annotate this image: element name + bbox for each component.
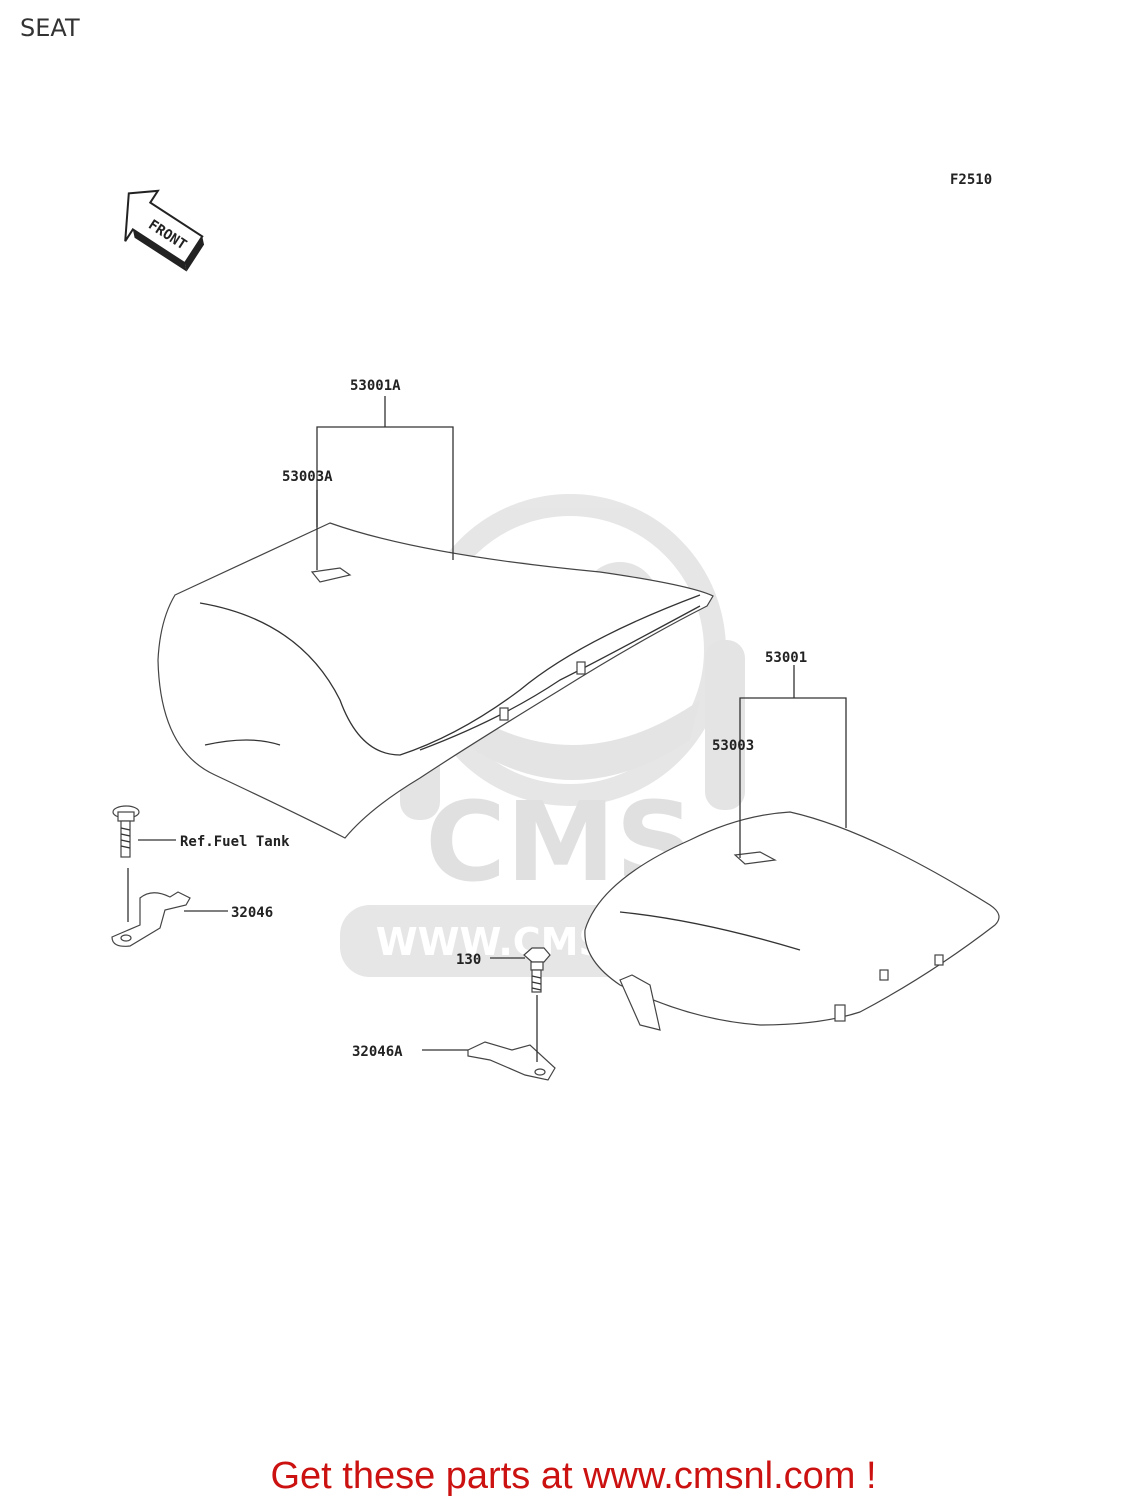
callout-53003: 53003 <box>712 738 754 754</box>
callout-32046: 32046 <box>231 905 273 921</box>
bracket-32046A <box>467 1041 556 1081</box>
callout-53003A: 53003A <box>282 469 333 485</box>
leader-lines <box>127 396 847 1062</box>
callout-labels: 53001A 53003A 53001 53003 Ref.Fuel Tank … <box>180 378 807 1060</box>
pillion-seat-53001 <box>584 811 1000 1031</box>
bracket-32046 <box>111 891 191 947</box>
rider-seat-53001A <box>157 522 714 839</box>
callout-130: 130 <box>456 952 481 968</box>
page-title: SEAT <box>20 14 80 42</box>
figure-id: F2510 <box>950 172 992 188</box>
callout-ref-fuel-tank: Ref.Fuel Tank <box>180 834 290 850</box>
footer-link[interactable]: Get these parts at www.cmsnl.com ! <box>270 1455 877 1497</box>
callout-32046A: 32046A <box>352 1044 403 1060</box>
front-direction-arrow: FRONT <box>124 189 205 272</box>
bolt-ref-fuel-tank <box>112 805 140 858</box>
bolt-130 <box>523 947 551 993</box>
callout-53001A: 53001A <box>350 378 401 394</box>
callout-53001: 53001 <box>765 650 807 666</box>
